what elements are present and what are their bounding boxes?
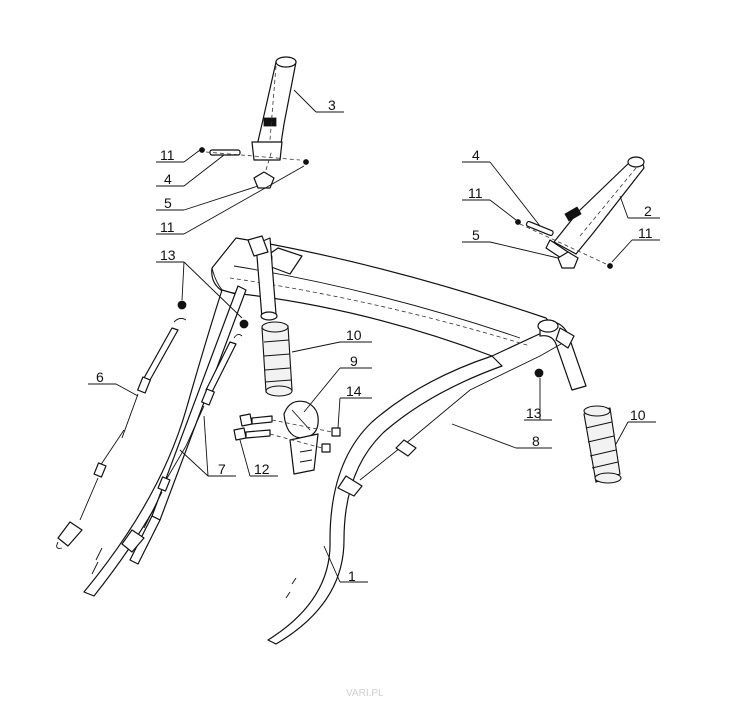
callout-3: 3 xyxy=(328,97,336,113)
callout-labels: 1 2 3 4 4 5 5 6 7 8 9 10 10 11 11 11 11 … xyxy=(96,97,653,699)
callout-5-left: 5 xyxy=(164,195,172,211)
cable-6 xyxy=(56,317,187,549)
cable-switch-9 xyxy=(283,400,319,475)
callout-10-left: 10 xyxy=(346,327,362,343)
callout-6: 6 xyxy=(96,369,104,385)
grip-left xyxy=(261,321,293,397)
callout-1: 1 xyxy=(348,568,356,584)
bolts-12-14 xyxy=(233,413,341,453)
main-handle-frame xyxy=(83,235,587,645)
callout-5-right: 5 xyxy=(472,227,480,243)
callout-10-right: 10 xyxy=(630,407,646,423)
lever-3 xyxy=(251,56,297,161)
callout-4-right: 4 xyxy=(472,147,480,163)
nut-13-left-b xyxy=(239,319,249,329)
callout-8: 8 xyxy=(532,433,540,449)
cable-8 xyxy=(337,327,575,497)
callout-12: 12 xyxy=(254,461,270,477)
watermark: VARI.PL xyxy=(346,688,384,699)
callout-13-right: 13 xyxy=(526,405,542,421)
nut-13-right xyxy=(534,368,544,378)
callout-14: 14 xyxy=(346,383,362,399)
callout-2: 2 xyxy=(644,203,652,219)
callout-11-left-bottom: 11 xyxy=(160,219,175,235)
callout-11-right-right: 11 xyxy=(638,225,653,241)
lever-2-small-parts xyxy=(515,219,613,269)
callout-11-right-left: 11 xyxy=(468,185,483,201)
callout-9: 9 xyxy=(350,353,358,369)
callout-4-left: 4 xyxy=(164,171,172,187)
grip-right xyxy=(583,405,622,484)
callout-13-left: 13 xyxy=(160,247,176,263)
callout-7: 7 xyxy=(218,461,226,477)
callout-11-left-top: 11 xyxy=(160,147,175,163)
nut-13-left-a xyxy=(177,300,187,310)
lever-2 xyxy=(545,156,645,265)
leader-lines xyxy=(88,89,660,583)
cable-7 xyxy=(121,333,243,553)
left-handle-tube xyxy=(129,285,247,565)
